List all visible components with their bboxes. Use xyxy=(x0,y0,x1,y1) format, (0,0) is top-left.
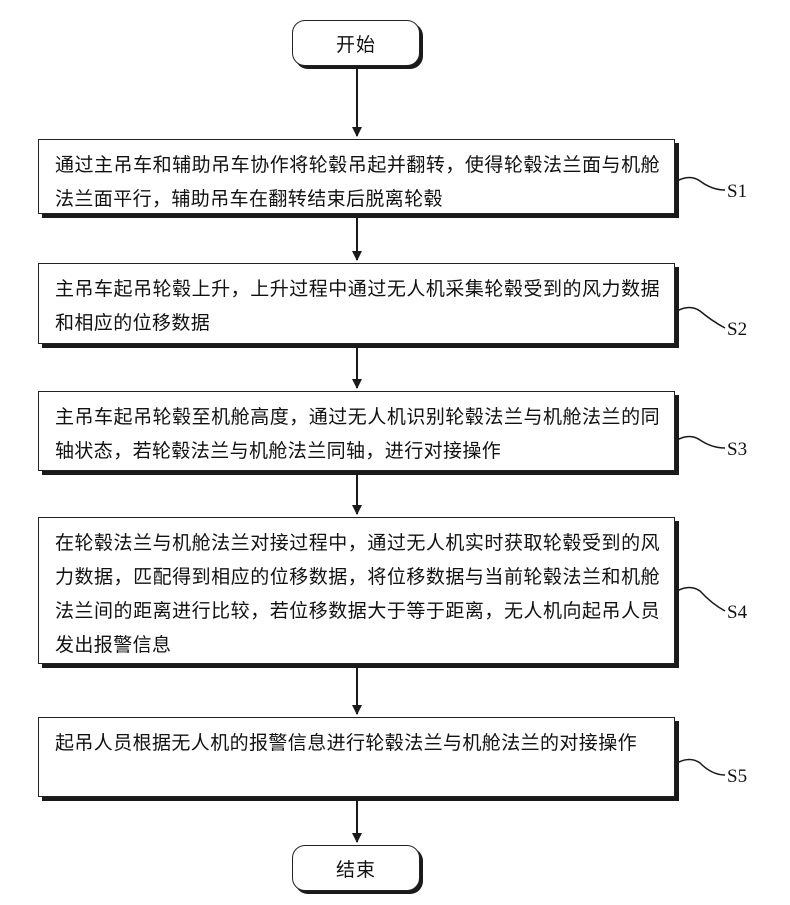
step-label-s2: S2 xyxy=(727,319,747,341)
step-label-s1: S1 xyxy=(727,181,747,203)
step-box-s3: 主吊车起吊轮毂至机舱高度，通过无人机识别轮毂法兰与机舱法兰的同轴状态，若轮毂法兰… xyxy=(38,391,675,471)
end-label: 结束 xyxy=(336,855,376,882)
step-text-s2: 主吊车起吊轮毂上升，上升过程中通过无人机采集轮毂受到的风力数据和相应的位移数据 xyxy=(55,278,660,334)
step-box-s4: 在轮毂法兰与机舱法兰对接过程中，通过无人机实时获取轮毂受到的风力数据，匹配得到相… xyxy=(38,517,675,664)
step-text-s3: 主吊车起吊轮毂至机舱高度，通过无人机识别轮毂法兰与机舱法兰的同轴状态，若轮毂法兰… xyxy=(55,406,660,462)
end-terminal: 结束 xyxy=(292,845,420,891)
step-label-s5: S5 xyxy=(727,766,747,788)
step-text-s4: 在轮毂法兰与机舱法兰对接过程中，通过无人机实时获取轮毂受到的风力数据，匹配得到相… xyxy=(55,532,660,656)
step-label-s4: S4 xyxy=(727,602,747,624)
leader-s4 xyxy=(677,588,725,612)
step-box-s2: 主吊车起吊轮毂上升，上升过程中通过无人机采集轮毂受到的风力数据和相应的位移数据 xyxy=(38,263,675,344)
leader-s3 xyxy=(677,437,725,449)
step-box-s1: 通过主吊车和辅助吊车协作将轮毂吊起并翻转，使得轮毂法兰面与机舱法兰面平行，辅助吊… xyxy=(38,139,675,214)
step-text-s1: 通过主吊车和辅助吊车协作将轮毂吊起并翻转，使得轮毂法兰面与机舱法兰面平行，辅助吊… xyxy=(55,154,660,210)
step-label-s3: S3 xyxy=(727,439,747,461)
start-label: 开始 xyxy=(336,30,376,57)
step-text-s5: 起吊人员根据无人机的报警信息进行轮毂法兰与机舱法兰的对接操作 xyxy=(55,732,637,754)
leader-s2 xyxy=(677,308,725,329)
start-terminal: 开始 xyxy=(292,20,420,66)
leader-s5 xyxy=(677,760,725,776)
step-box-s5: 起吊人员根据无人机的报警信息进行轮毂法兰与机舱法兰的对接操作 xyxy=(38,717,675,797)
leader-s1 xyxy=(677,178,725,191)
